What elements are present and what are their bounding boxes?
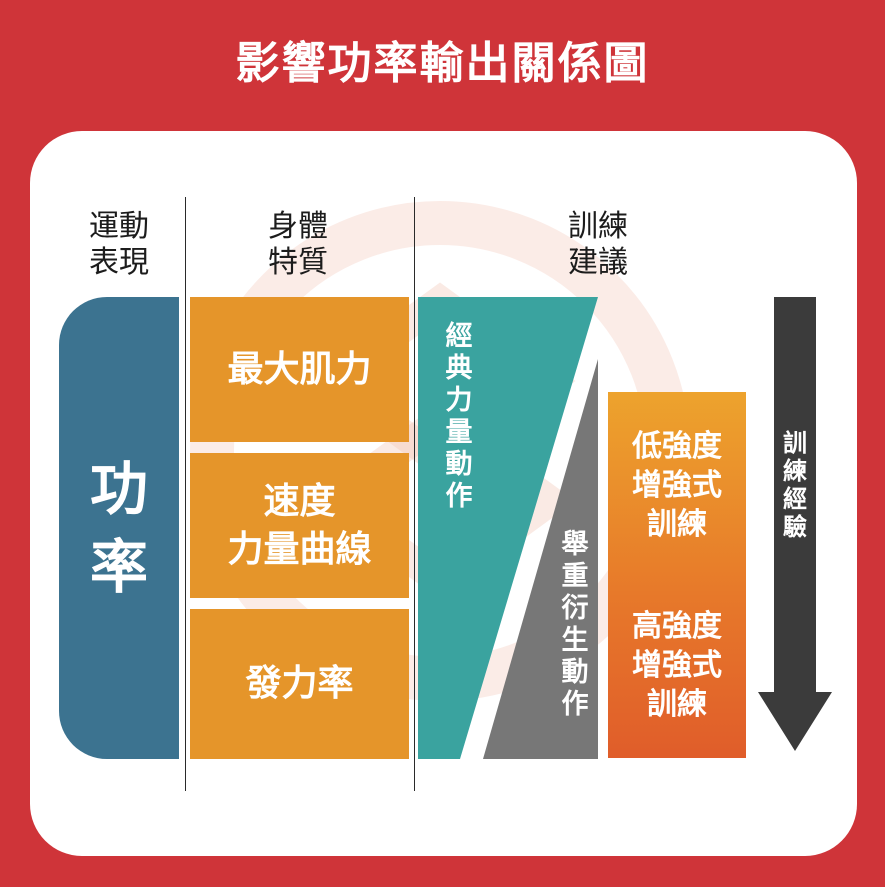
olympic-lifts-label: 舉重衍生動作 (561, 529, 589, 720)
low-intensity-plyo-label: 低強度 增強式 訓練 (632, 429, 722, 542)
column-divider-2 (414, 197, 415, 791)
classic-lifts-label: 經典力量動作 (445, 321, 473, 512)
plyometrics-box (608, 392, 746, 758)
header-performance: 運動 表現 (89, 209, 149, 280)
header-physical: 身體 特質 (268, 209, 328, 280)
column-divider-1 (185, 197, 186, 791)
experience-label: 訓練經驗 (783, 429, 807, 541)
trait-max-strength: 最大肌力 (190, 297, 409, 442)
performance-label: 功 率 (89, 455, 148, 601)
olympic-lifts-wedge (483, 359, 598, 759)
experience-arrow (758, 297, 832, 751)
trait-force-velocity: 速度 力量曲線 (190, 453, 409, 598)
performance-block (59, 297, 179, 759)
header-training: 訓練 建議 (568, 209, 628, 280)
training-wedges (418, 297, 598, 759)
arrow-down-icon (758, 297, 832, 751)
classic-lifts-wedge (418, 297, 598, 759)
trait-rate-of-force: 發力率 (190, 609, 409, 759)
diagram-card: 運動 表現 身體 特質 訓練 建議 功 率 最大肌力 速度 力量曲線 發力率 經… (30, 131, 857, 856)
page-title: 影響功率輸出關係圖 (235, 38, 650, 89)
high-intensity-plyo-label: 高強度 增強式 訓練 (632, 609, 722, 722)
